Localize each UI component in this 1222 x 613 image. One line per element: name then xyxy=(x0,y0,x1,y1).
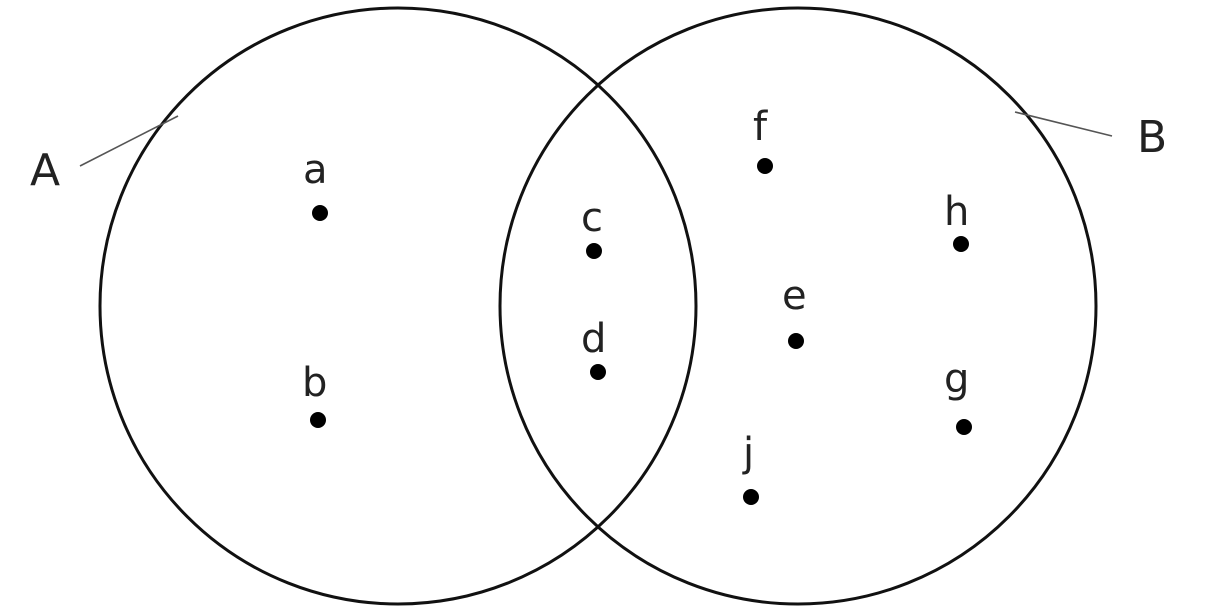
element-c-label: c xyxy=(581,195,603,241)
element-c-dot xyxy=(586,243,602,259)
element-h-dot xyxy=(953,236,969,252)
element-e-label: e xyxy=(782,273,807,319)
element-h-label: h xyxy=(944,189,969,235)
element-g-dot xyxy=(956,419,972,435)
set-b-circle xyxy=(498,6,1098,606)
element-j-dot xyxy=(743,489,759,505)
element-a-dot xyxy=(312,205,328,221)
set-a-label: A xyxy=(30,145,60,196)
element-d-dot xyxy=(590,364,606,380)
set-a-circle xyxy=(98,6,698,606)
element-b-dot xyxy=(310,412,326,428)
element-e-dot xyxy=(788,333,804,349)
element-f-dot xyxy=(757,158,773,174)
element-a-label: a xyxy=(303,147,328,193)
element-f-label: f xyxy=(753,104,768,150)
element-b-label: b xyxy=(302,360,327,406)
set-b-leader-line xyxy=(1014,111,1113,137)
element-j-label: j xyxy=(742,430,754,476)
set-a-leader-line xyxy=(79,115,179,167)
element-g-label: g xyxy=(944,356,969,402)
element-d-label: d xyxy=(581,316,606,362)
set-b-label: B xyxy=(1137,112,1167,163)
